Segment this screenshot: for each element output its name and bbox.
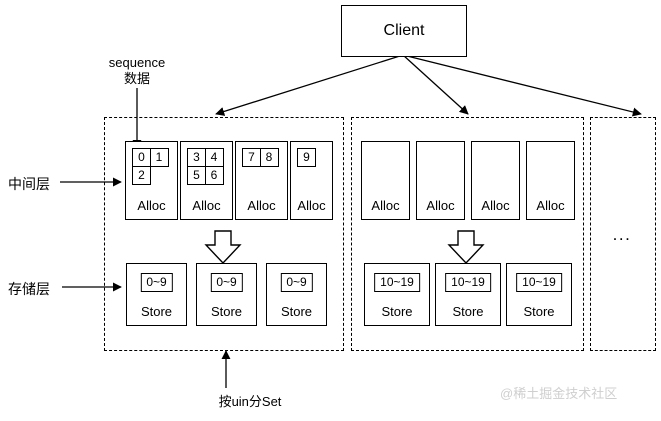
middle-layer-label: 中间层 (8, 176, 50, 192)
store-range-chip: 0~9 (280, 273, 313, 292)
store-node-label: Store (381, 304, 413, 319)
alloc-node-label: Alloc (536, 198, 565, 213)
store-range-chip: 0~9 (210, 273, 243, 292)
store-node[interactable]: 0~9 Store (196, 263, 257, 326)
storage-layer-label: 存储层 (8, 281, 50, 297)
store-node-label: Store (210, 304, 243, 319)
set-group-0 (104, 117, 344, 351)
alloc-cell: 5 (187, 165, 206, 185)
alloc-cell: 9 (297, 148, 316, 167)
store-node-label: Store (140, 304, 173, 319)
alloc-cell-row: 9 (297, 148, 316, 167)
alloc-node[interactable]: 3 4 5 6 Alloc (180, 141, 233, 220)
store-node-label: Store (280, 304, 313, 319)
set-group-1 (351, 117, 584, 351)
set-group-2 (590, 117, 656, 351)
alloc-node[interactable]: Alloc (526, 141, 575, 220)
store-node[interactable]: 0~9 Store (126, 263, 187, 326)
client-node[interactable]: Client (341, 5, 467, 57)
alloc-cell: 8 (259, 148, 279, 167)
alloc-cell-row: 3 4 (187, 148, 224, 167)
store-node[interactable]: 10~19 Store (435, 263, 501, 326)
sequence-annotation-line2: 数据 (123, 71, 150, 86)
alloc-node-label: Alloc (481, 198, 510, 213)
alloc-node-label: Alloc (426, 198, 455, 213)
set-group-ellipsis: ... (612, 225, 632, 244)
alloc-cell-grid: 9 (297, 148, 316, 167)
uin-set-caption: 按uin分Set (218, 394, 282, 409)
sequence-annotation: sequence 数据 (100, 55, 174, 87)
store-range-chip: 10~19 (374, 273, 420, 292)
sequence-annotation-line1: sequence (108, 55, 166, 70)
alloc-cell-grid: 3 4 5 6 (187, 148, 224, 185)
alloc-cell: 4 (204, 148, 224, 167)
store-range-chip: 10~19 (516, 273, 562, 292)
store-node[interactable]: 10~19 Store (364, 263, 430, 326)
store-node-label: Store (452, 304, 484, 319)
store-range-chip: 0~9 (140, 273, 173, 292)
store-node[interactable]: 0~9 Store (266, 263, 327, 326)
alloc-node-label: Alloc (137, 198, 166, 213)
alloc-cell-row: 5 6 (187, 165, 224, 185)
alloc-node[interactable]: 0 1 2 Alloc (125, 141, 178, 220)
store-node[interactable]: 10~19 Store (506, 263, 572, 326)
alloc-node[interactable]: Alloc (471, 141, 520, 220)
alloc-cell-grid: 0 1 2 (132, 148, 169, 185)
alloc-node-label: Alloc (247, 198, 276, 213)
alloc-cell-row: 0 1 (132, 148, 169, 167)
store-range-chip: 10~19 (445, 273, 491, 292)
alloc-cell: 2 (132, 165, 151, 185)
alloc-cell-row: 2 (132, 165, 169, 185)
alloc-node[interactable]: Alloc (361, 141, 410, 220)
alloc-node[interactable]: Alloc (416, 141, 465, 220)
arrow-client-to-set-1 (402, 54, 469, 115)
arrow-client-to-set-2 (402, 54, 642, 117)
alloc-cell-grid: 7 8 (242, 148, 279, 167)
store-node-label: Store (523, 304, 555, 319)
alloc-node[interactable]: 7 8 Alloc (235, 141, 288, 220)
alloc-node[interactable]: 9 Alloc (290, 141, 333, 220)
watermark: @稀土掘金技术社区 (500, 386, 618, 401)
alloc-cell: 1 (149, 148, 169, 167)
arrow-client-to-set-0 (215, 54, 404, 116)
alloc-cell: 7 (242, 148, 261, 167)
alloc-node-label: Alloc (192, 198, 221, 213)
alloc-node-label: Alloc (297, 198, 326, 213)
alloc-cell: 0 (132, 148, 151, 167)
client-label: Client (383, 22, 425, 39)
alloc-node-label: Alloc (371, 198, 400, 213)
alloc-cell: 6 (204, 165, 224, 185)
alloc-cell: 3 (187, 148, 206, 167)
alloc-cell-row: 7 8 (242, 148, 279, 167)
